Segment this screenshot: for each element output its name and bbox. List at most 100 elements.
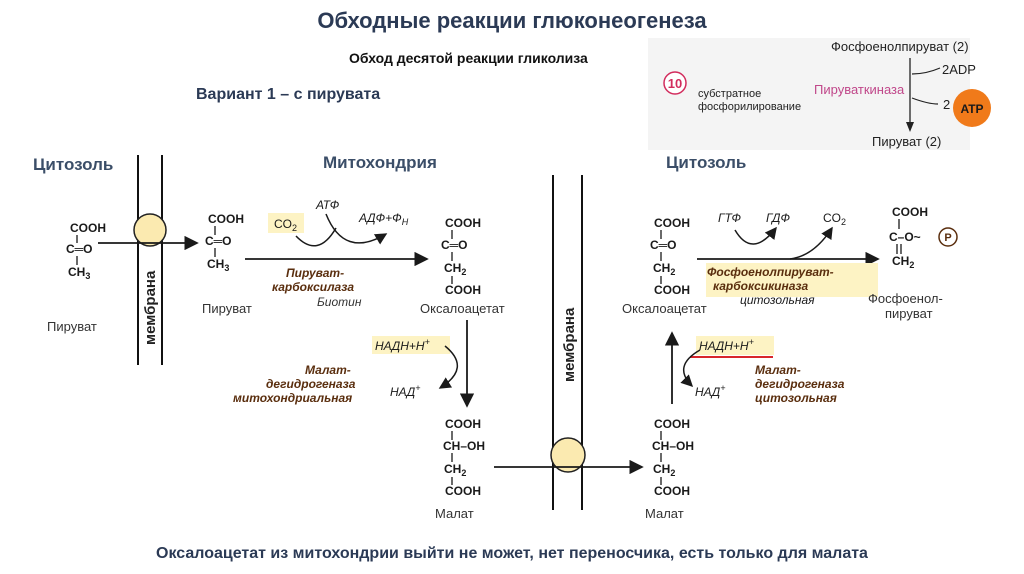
co2-curve [295, 227, 337, 247]
adp-fn: АДФ+ФН [358, 211, 409, 227]
membrane-left-label: мембрана [142, 270, 159, 345]
svg-text:CH2: CH2 [444, 462, 466, 478]
nad-mito: НАД+ [390, 383, 421, 399]
step-label-2: фосфорилирование [698, 101, 801, 113]
svg-text:C–O~: C–O~ [889, 230, 921, 244]
membrane-left: мембрана [137, 155, 163, 365]
oxaloacetate-mito-name: Оксалоацетат [420, 301, 505, 316]
pyruvate-mito-name: Пируват [202, 301, 252, 316]
svg-text:Фосфоенолпируват-: Фосфоенолпируват- [707, 265, 834, 279]
atp-circle: ATP [953, 89, 991, 127]
malate-cyto-formula: COOH CH–OH CH2 COOH [652, 417, 694, 498]
step-label-1: субстратное [698, 88, 761, 100]
nadh-mito-curve [438, 345, 458, 389]
svg-text:CH2: CH2 [653, 261, 675, 277]
co2-out: CO2 [823, 211, 846, 227]
pepck-enzyme: Фосфоенолпируват- карбоксикиназа [707, 265, 834, 293]
svg-text:COOH: COOH [445, 484, 481, 498]
mdh-cyto-enzyme: Малат- дегидрогеназа цитозольная [755, 363, 845, 405]
svg-text:CH2: CH2 [653, 462, 675, 478]
pyruvate-mito-formula: COOH C═O CH3 [205, 212, 244, 273]
mdh-mito-enzyme: Малат- дегидрогеназа митохондриальная [233, 363, 356, 405]
subtitle: Обход десятой реакции гликолиза [349, 50, 588, 66]
svg-text:C═O: C═O [650, 238, 677, 252]
svg-text:цитозольная: цитозольная [755, 391, 837, 405]
inset-adp: 2ADP [942, 62, 976, 77]
atp-curve [325, 213, 388, 245]
pep-name-2: пируват [885, 306, 933, 321]
page-title: Обходные реакции глюконеогенеза [317, 8, 707, 33]
svg-text:Малат-: Малат- [305, 363, 351, 377]
pepck-location: цитозольная [740, 293, 815, 307]
svg-text:COOH: COOH [445, 283, 481, 297]
svg-text:P: P [944, 232, 951, 244]
inset-product: Пируват (2) [872, 134, 941, 149]
pepck-highlight [706, 263, 878, 297]
svg-text:COOH: COOH [654, 417, 690, 431]
pyruvate-left-formula: COOH C═O CH3 [66, 221, 106, 281]
pep-name-1: Фосфоенол- [868, 291, 943, 306]
malate-cyto-name: Малат [645, 506, 684, 521]
co2-out-curve [789, 226, 833, 260]
malate-transporter [550, 437, 586, 473]
inset-substrate: Фосфоенолпируват (2) [831, 39, 969, 54]
svg-text:CH2: CH2 [892, 254, 914, 270]
atp-out-curve [911, 97, 939, 105]
svg-text:CH–OH: CH–OH [652, 439, 694, 453]
glycolysis-inset: 10 субстратное фосфорилирование Фосфоено… [648, 38, 976, 150]
oxaloacetate-cyto-formula: COOH C═O CH2 COOH [650, 216, 690, 297]
svg-text:дегидрогеназа: дегидрогеназа [755, 377, 845, 391]
svg-text:карбоксилаза: карбоксилаза [272, 280, 354, 294]
step-number: 10 [668, 76, 682, 91]
malate-mito-name: Малат [435, 506, 474, 521]
svg-text:COOH: COOH [445, 417, 481, 431]
inset-enzyme: Пируваткиназа [814, 82, 905, 97]
step-number-icon: 10 [663, 71, 687, 95]
svg-text:дегидрогеназа: дегидрогеназа [266, 377, 356, 391]
svg-text:COOH: COOH [445, 216, 481, 230]
svg-text:COOH: COOH [892, 205, 928, 219]
svg-text:Малат-: Малат- [755, 363, 801, 377]
svg-text:COOH: COOH [654, 484, 690, 498]
svg-text:CH–OH: CH–OH [443, 439, 485, 453]
adp-in-curve [911, 67, 941, 75]
svg-text:C═O: C═O [441, 238, 468, 252]
svg-text:COOH: COOH [654, 216, 690, 230]
svg-text:CH3: CH3 [68, 265, 90, 281]
pyruvate-left-name: Пируват [47, 319, 97, 334]
svg-text:карбоксикиназа: карбоксикиназа [713, 279, 809, 293]
nadh-mito: НАДН+Н+ [375, 337, 430, 353]
oxaloacetate-mito-formula: COOH C═O CH2 COOH [441, 216, 481, 297]
pep-formula: COOH C–O~ CH2 [889, 205, 928, 270]
cytosol-right-label: Цитозоль [666, 153, 746, 172]
gtp: ГТФ [718, 211, 741, 225]
co2-highlight [268, 213, 304, 233]
gdp: ГДФ [766, 211, 790, 225]
svg-text:C═O: C═O [205, 234, 232, 248]
mitochondria-label: Митохондрия [323, 153, 437, 172]
gtp-curve [734, 226, 777, 245]
atp-ru: АТФ [315, 198, 340, 212]
nadh-cyto-curve [680, 349, 701, 388]
nadh-cyto-highlight [696, 336, 774, 355]
cytosol-left-label: Цитозоль [33, 155, 113, 174]
variant-label: Вариант 1 – с пирувата [196, 86, 381, 103]
inset-background [648, 38, 970, 150]
svg-text:COOH: COOH [654, 283, 690, 297]
nadh-cyto: НАДН+Н+ [699, 337, 754, 353]
svg-text:CH3: CH3 [207, 257, 229, 273]
malate-mito-formula: COOH CH–OH CH2 COOH [443, 417, 485, 498]
svg-text:COOH: COOH [70, 221, 106, 235]
nadh-mito-highlight [372, 336, 450, 354]
biotin-label: Биотин [317, 295, 362, 309]
membrane-right-label: мембрана [561, 307, 578, 382]
inset-arrowhead [906, 122, 914, 132]
inset-atp: ATP [960, 102, 983, 116]
oxaloacetate-cyto-name: Оксалоацетат [622, 301, 707, 316]
svg-text:C═O: C═O [66, 242, 93, 256]
svg-text:CH2: CH2 [444, 261, 466, 277]
inset-atp-count: 2 [943, 97, 950, 112]
svg-text:Пируват-: Пируват- [286, 266, 344, 280]
pyruvate-carboxylase: Пируват- карбоксилаза [272, 266, 354, 294]
